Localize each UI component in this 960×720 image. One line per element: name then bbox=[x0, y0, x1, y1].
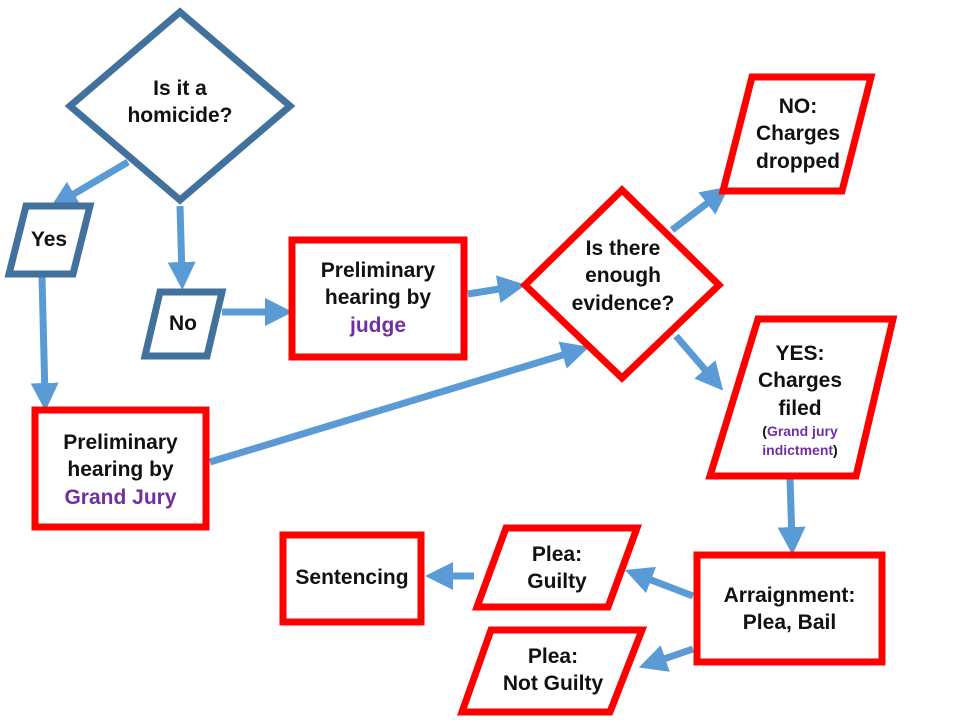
homicide-question-line2: homicide? bbox=[127, 104, 233, 127]
evidence-question-line1: Is there bbox=[585, 237, 661, 261]
charges-dropped-line1: NO: bbox=[778, 95, 818, 119]
evidence-question-line3: evidence? bbox=[571, 291, 675, 315]
charges-filed-note-line1: (Grand jury bbox=[762, 422, 837, 441]
no-text: No bbox=[169, 312, 197, 336]
prelim-grand-jury-box bbox=[31, 406, 210, 531]
sentencing-text: Sentencing bbox=[295, 566, 409, 590]
plea-guilty-line1: Plea: bbox=[531, 542, 583, 566]
evidence-question-line2: enough bbox=[585, 264, 661, 288]
arrow-arraignment-to-not-guilty bbox=[638, 645, 695, 672]
evidence-decision-diamond bbox=[519, 185, 725, 383]
prelim-judge-line1: Preliminary bbox=[320, 259, 436, 283]
arrow-evidence-to-dropped bbox=[669, 186, 730, 233]
homicide-decision-diamond bbox=[64, 7, 296, 205]
prelim-judge-box bbox=[288, 236, 468, 361]
prelim-grand-jury-highlight: Grand Jury bbox=[64, 485, 177, 509]
yes-parallelogram bbox=[4, 202, 95, 278]
charges-filed-paren-close: ) bbox=[833, 441, 838, 458]
arrow-evidence-to-filed bbox=[673, 333, 724, 391]
evidence-question-label: Is there enough evidence? bbox=[545, 226, 701, 326]
plea-not-guilty-label: Plea: Not Guilty bbox=[477, 634, 629, 706]
plea-not-guilty-line1: Plea: bbox=[527, 644, 579, 668]
no-label: No bbox=[150, 306, 216, 342]
charges-filed-note-line2: indictment) bbox=[762, 441, 837, 460]
prelim-grand-jury-line2: hearing by bbox=[67, 458, 174, 482]
prelim-judge-highlight: judge bbox=[350, 313, 406, 337]
arrow-yes-to-grand-jury bbox=[30, 275, 59, 411]
arrow-homicide-to-no bbox=[167, 205, 196, 290]
arraignment-line1: Arraignment: bbox=[723, 583, 856, 607]
arrow-grand-jury-to-evidence bbox=[208, 341, 590, 466]
charges-filed-label: YES: Charges filed (Grand jury indictmen… bbox=[725, 330, 875, 470]
charges-filed-line1: YES: bbox=[775, 342, 825, 366]
charges-filed-note1: Grand jury bbox=[766, 423, 838, 440]
prelim-judge-line2: hearing by bbox=[324, 286, 432, 310]
no-parallelogram bbox=[140, 288, 227, 360]
arraignment-label: Arraignment: Plea, Bail bbox=[697, 565, 882, 653]
homicide-question-line1: Is it a bbox=[153, 76, 207, 100]
plea-not-guilty-line2: Not Guilty bbox=[502, 672, 604, 695]
plea-guilty-label: Plea: Guilty bbox=[487, 532, 627, 604]
sentencing-box bbox=[279, 531, 425, 626]
charges-filed-parallelogram bbox=[705, 315, 898, 480]
sentencing-label: Sentencing bbox=[283, 540, 421, 616]
charges-filed-paren-open: ( bbox=[762, 423, 767, 440]
charges-filed-line3: filed bbox=[778, 396, 822, 420]
arrow-judge-to-evidence bbox=[467, 275, 526, 304]
homicide-question-label: Is it a homicide? bbox=[100, 66, 260, 138]
arraignment-line2: Plea, Bail bbox=[742, 611, 837, 634]
prelim-judge-label: Preliminary hearing by judge bbox=[292, 248, 464, 348]
arrow-arraignment-to-guilty bbox=[624, 566, 695, 600]
arrow-filed-to-arraignment bbox=[777, 477, 806, 555]
prelim-grand-jury-line1: Preliminary bbox=[63, 431, 178, 455]
charges-dropped-line2: Charges bbox=[755, 122, 841, 146]
prelim-grand-jury-label: Preliminary hearing by Grand Jury bbox=[35, 420, 206, 520]
plea-guilty-parallelogram bbox=[471, 524, 643, 611]
plea-not-guilty-parallelogram bbox=[457, 626, 648, 716]
yes-text: Yes bbox=[30, 228, 68, 252]
arraignment-box bbox=[693, 551, 886, 666]
plea-guilty-line2: Guilty bbox=[527, 570, 587, 593]
charges-dropped-parallelogram bbox=[718, 73, 876, 195]
yes-label: Yes bbox=[14, 222, 84, 258]
charges-dropped-label: NO: Charges dropped bbox=[733, 84, 863, 184]
arrow-homicide-to-yes bbox=[49, 158, 130, 209]
charges-filed-line2: Charges bbox=[757, 369, 843, 393]
charges-dropped-line3: dropped bbox=[756, 149, 840, 173]
charges-filed-note2: indictment bbox=[762, 441, 834, 458]
